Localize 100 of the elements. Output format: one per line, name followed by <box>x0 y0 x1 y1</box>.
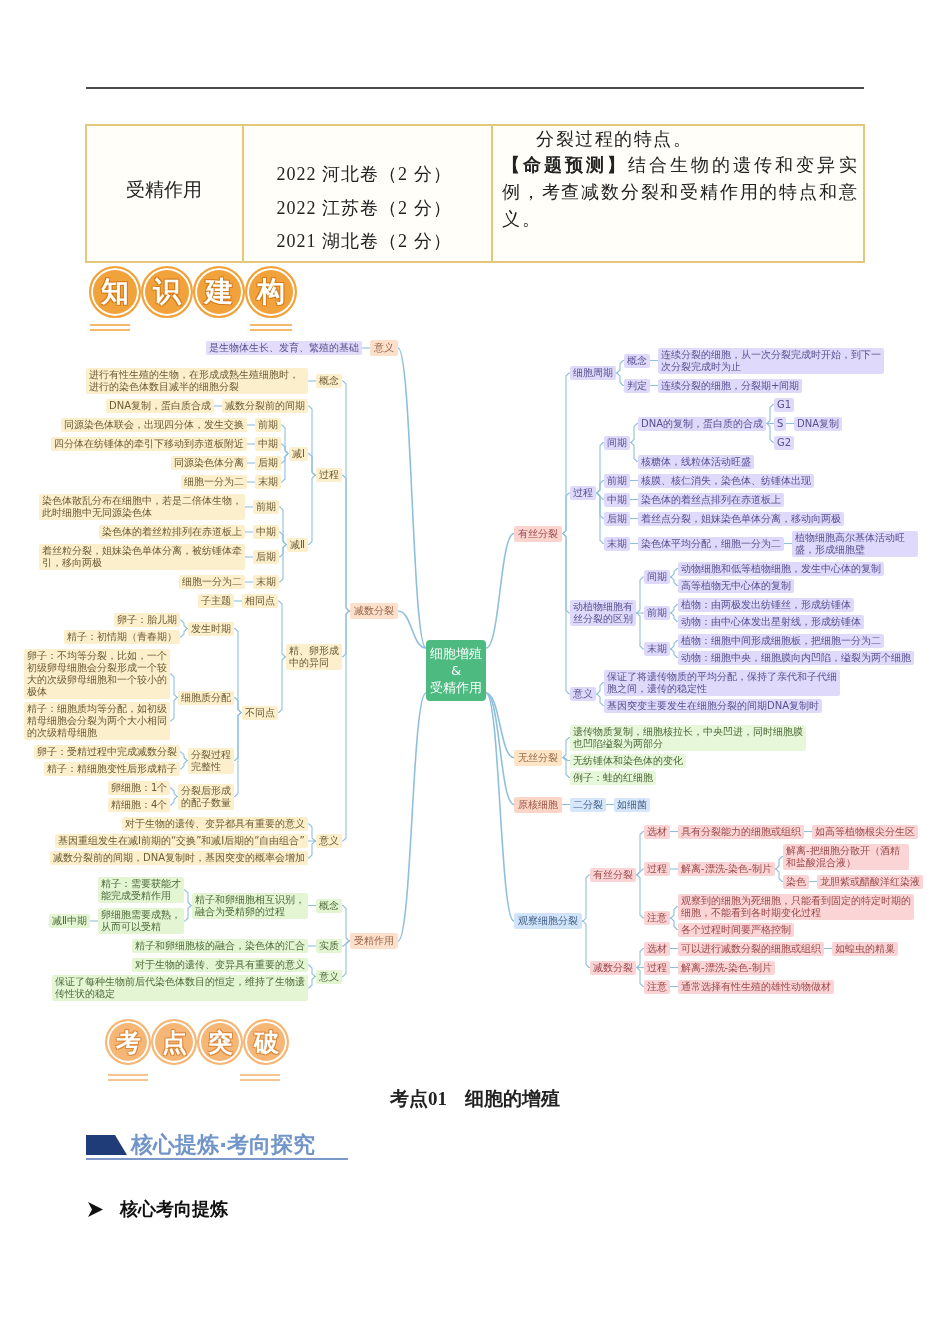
branch-topic: 受精作用 <box>350 933 398 949</box>
exam-source-text: 2022 江苏卷（2 分） <box>276 197 452 220</box>
branch-line <box>246 481 256 483</box>
branch-line <box>561 532 571 695</box>
topic-box: 卵细胞：1个 <box>108 781 171 795</box>
subsection-heading: 核心考向提炼 <box>120 1197 228 1221</box>
topic-box: 解离-把细胞分散开（酒精和盐酸混合液） <box>783 843 909 870</box>
topic-box: 过程 <box>644 862 670 876</box>
topic-box: 注意 <box>644 979 670 994</box>
topic-box: 染色体的着丝点排列在赤道板上 <box>638 492 784 507</box>
branch-line <box>629 422 639 444</box>
heading-circle: 破 <box>243 1019 289 1065</box>
topic-box: 前期 <box>644 606 670 620</box>
topic-box: 观察到的细胞为死细胞，只能看到固定的特定时期的细胞，不能看到各时期变化过程 <box>678 893 914 920</box>
topic-box: 四分体在纺锤体的牵引下移动到赤道板附近 <box>51 437 247 451</box>
branch-line <box>179 759 189 770</box>
topic-box: 进行有性生殖的生物，在形成成熟生殖细胞时，进行的染色体数目减半的细胞分裂 <box>86 368 308 394</box>
topic-box: 减数分裂前的间期 <box>222 399 308 413</box>
topic-box: 减数分裂前的间期，DNA复制时，基因突变的概率会增加 <box>50 851 309 865</box>
topic-box: 是生物体生长、发育、繁殖的基础 <box>206 341 362 355</box>
topic-box: 末期 <box>604 536 630 551</box>
branch-topic: 无丝分裂 <box>514 749 562 766</box>
topic-box: 精子和卵细胞相互识别，融合为受精卵的过程 <box>192 892 308 919</box>
topic-box: 选材 <box>644 941 670 956</box>
branch-line <box>581 874 591 922</box>
topic-box: 植物：由两极发出纺锤丝，形成纺锤体 <box>678 597 854 612</box>
branch-line <box>213 405 223 407</box>
central-topic: 细胞增殖 & 受精作用 <box>426 640 486 701</box>
topic-box: 精子：初情期（青春期） <box>64 630 180 644</box>
topic-box: 同源染色体联会，出现四分体，发生交换 <box>61 418 247 432</box>
topic-box: 龙胆紫或醋酸洋红染液 <box>817 874 923 889</box>
branch-line <box>244 581 254 583</box>
branch-line <box>246 462 256 464</box>
topic-box: 基因重组发生在减Ⅰ前期的“交换”和减Ⅰ后期的“自由组合” <box>55 834 308 848</box>
branch-line <box>669 905 679 919</box>
topic-box: 动物细胞和低等植物细胞，发生中心体的复制 <box>678 561 884 576</box>
branch-line <box>361 347 371 349</box>
topic-box: 间期 <box>644 570 670 584</box>
branch-line <box>669 567 679 578</box>
branch-topic: 有丝分裂 <box>514 525 562 542</box>
topic-box: 可以进行减数分裂的细胞或组织 <box>678 941 824 956</box>
topic-box: 前期 <box>255 418 281 432</box>
topic-box: 如细菌 <box>614 797 650 812</box>
topic-box: 精子：需要获能才能完成受精作用 <box>98 877 184 903</box>
topic-box: 有丝分裂 <box>590 867 636 882</box>
topic-box: 连续分裂的细胞，从一次分裂完成时开始，到下一次分裂完成时为止 <box>658 347 884 374</box>
heading-circle: 点 <box>151 1019 197 1065</box>
branch-line <box>278 531 288 546</box>
topic-box: 后期 <box>255 456 281 470</box>
topic-box: 细胞一分为二 <box>179 575 245 589</box>
branch-line <box>341 474 351 612</box>
branch-line <box>277 600 287 658</box>
topic-box: 减Ⅱ中期 <box>49 914 90 928</box>
branch-line <box>635 612 645 614</box>
branch-line <box>278 543 288 583</box>
branch-line <box>233 600 243 602</box>
branch-line <box>244 506 254 508</box>
topic-box: 着丝点分裂，姐妹染色单体分离，移动向两极 <box>638 511 844 526</box>
topic-box: 细胞质分配 <box>178 690 234 705</box>
branch-line <box>233 696 243 714</box>
branch-line <box>669 612 679 623</box>
topic-box: 遗传物质复制，细胞核拉长，中央凹进，同时细胞膜也凹陷缢裂为两部分 <box>570 724 806 751</box>
topic-box: 过程 <box>316 468 342 483</box>
topic-box: 卵子：胎儿期 <box>114 613 180 627</box>
topic-box: 中期 <box>253 525 279 539</box>
topic-box: 细胞一分为二 <box>181 475 247 489</box>
topic-box: S <box>774 416 787 431</box>
topic-box: 发生时期 <box>188 621 234 636</box>
branch-line <box>595 479 605 494</box>
branch-line <box>307 380 317 382</box>
banner-heading: 核心提炼·考向探究 <box>131 1133 316 1157</box>
branch-line <box>669 576 679 587</box>
topic-box: 精子和卵细胞核的融合，染色体的汇合 <box>132 939 308 953</box>
branch-line <box>246 424 256 426</box>
topic-box: 对于生物的遗传、变异都具有重要的意义 <box>122 817 308 831</box>
branch-line <box>635 576 645 614</box>
topic-box: 染色体平均分配，细胞一分为二 <box>638 536 784 551</box>
paragraph-text: 【命题预测】结合生物的遗传和变异实例，考查减数分裂和受精作用的特点和意义。 <box>502 154 858 231</box>
topic-box: 减Ⅰ <box>289 446 308 461</box>
branch-line <box>169 696 179 722</box>
topic-box: 连续分裂的细胞，分裂期+间期 <box>658 378 803 393</box>
branch-line <box>341 940 351 978</box>
topic-box: 卵子：受精过程中完成减数分裂 <box>34 745 180 759</box>
topic-box: 染色体散乱分布在细胞中，若是二倍体生物，此时细胞中无同源染色体 <box>39 494 245 520</box>
topic-box: 例子：蛙的红细胞 <box>570 770 656 785</box>
topic-box: 分裂过程完整性 <box>188 747 234 774</box>
topic-box: 具有分裂能力的细胞或组织 <box>678 824 804 839</box>
branch-line <box>307 840 317 859</box>
branch-line <box>307 474 317 546</box>
topic-box: 无纺锤体和染色体的变化 <box>570 753 686 768</box>
topic-box: 高等植物无中心体的复制 <box>678 578 794 593</box>
topic-box: 精、卵形成中的异同 <box>286 643 342 670</box>
branch-line <box>397 610 427 649</box>
branch-line <box>169 787 179 798</box>
topic-box: 末期 <box>253 575 279 589</box>
topic-box: 如高等植物根尖分生区 <box>812 824 918 839</box>
branch-line <box>485 532 515 649</box>
topic-box: 不同点 <box>242 705 278 720</box>
branch-line <box>774 855 784 870</box>
heading-circle: 识 <box>141 266 193 318</box>
